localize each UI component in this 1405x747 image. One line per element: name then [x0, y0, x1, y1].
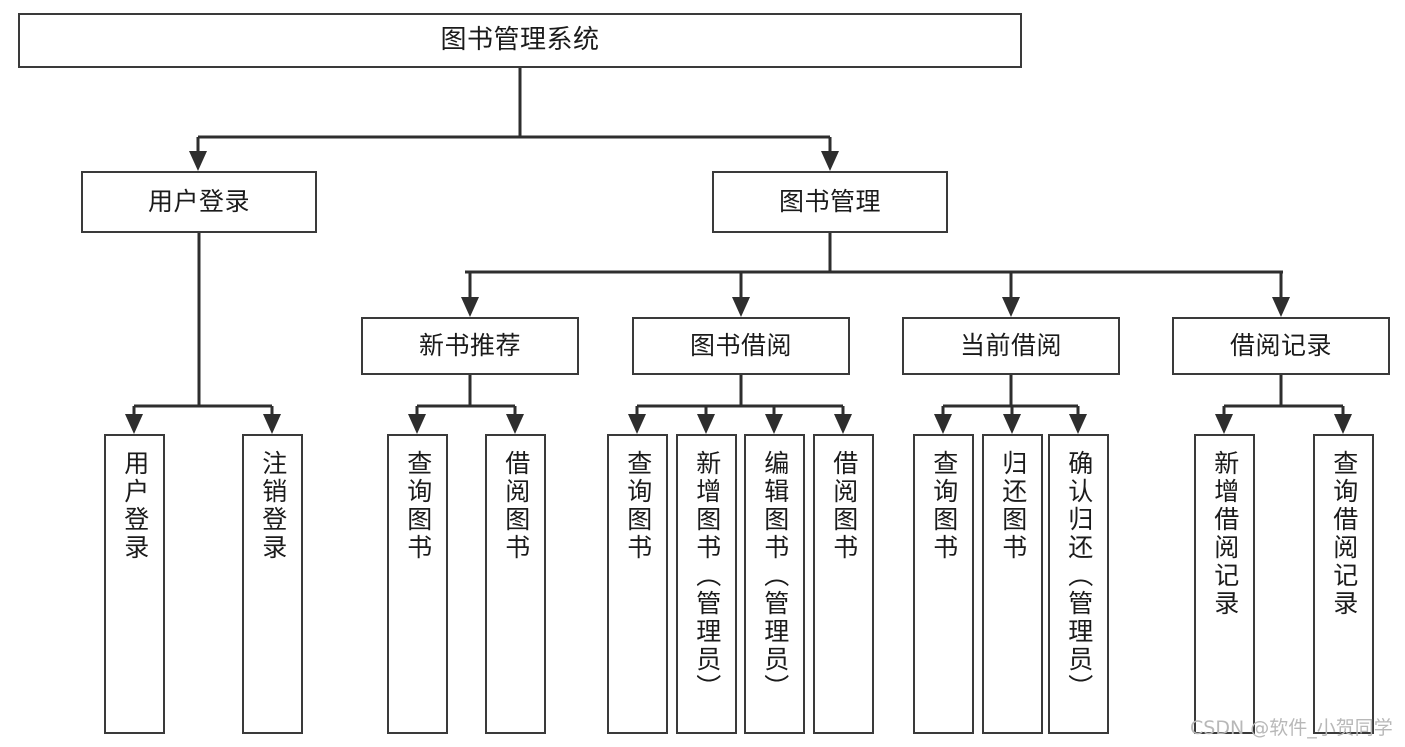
node-leaf-user-login[interactable]: 用户登录 [104, 434, 165, 734]
node-leaf-query-book-cur[interactable]: 查询图书 [913, 434, 974, 734]
node-label: 图书管理 [778, 187, 881, 217]
arrowhead-icon [263, 414, 281, 434]
node-label: 图书管理系统 [440, 25, 600, 56]
node-label: 查询图书 [929, 450, 959, 562]
arrowhead-icon [1003, 414, 1021, 434]
node-label: 确认归还（管理员） [1064, 450, 1094, 702]
node-leaf-edit-book[interactable]: 编辑图书（管理员） [744, 434, 805, 734]
arrowhead-icon [461, 297, 479, 317]
node-label: 当前借阅 [959, 331, 1062, 361]
arrowhead-icon [408, 414, 426, 434]
arrowhead-icon [1215, 414, 1233, 434]
node-label: 借阅图书 [501, 450, 531, 562]
arrowhead-icon [189, 151, 207, 171]
arrowhead-icon [1334, 414, 1352, 434]
node-label: 注销登录 [258, 450, 288, 562]
node-label: 编辑图书（管理员） [760, 450, 790, 702]
node-leaf-query-book-borrow[interactable]: 查询图书 [607, 434, 668, 734]
arrowhead-icon [732, 297, 750, 317]
node-label: 借阅记录 [1229, 331, 1332, 361]
arrowhead-icon [628, 414, 646, 434]
arrowhead-icon [1272, 297, 1290, 317]
arrowhead-icon [821, 151, 839, 171]
node-label: 查询图书 [403, 450, 433, 562]
node-user-login[interactable]: 用户登录 [81, 171, 317, 233]
node-leaf-query-book-rec[interactable]: 查询图书 [387, 434, 448, 734]
node-leaf-add-record[interactable]: 新增借阅记录 [1194, 434, 1255, 734]
node-label: 归还图书 [998, 450, 1028, 562]
node-label: 用户登录 [147, 187, 250, 217]
node-leaf-borrow-book[interactable]: 借阅图书 [813, 434, 874, 734]
node-book-manage[interactable]: 图书管理 [712, 171, 948, 233]
node-leaf-confirm-return[interactable]: 确认归还（管理员） [1048, 434, 1109, 734]
arrowhead-icon [834, 414, 852, 434]
csdn-watermark: CSDN @软件_小贺同学 [1190, 717, 1393, 739]
node-book-borrow[interactable]: 图书借阅 [632, 317, 850, 375]
arrowhead-icon [934, 414, 952, 434]
node-label: 新书推荐 [418, 331, 521, 361]
node-label: 查询借阅记录 [1329, 450, 1359, 618]
arrowhead-icon [697, 414, 715, 434]
node-label: 新增借阅记录 [1210, 450, 1240, 618]
node-leaf-query-record[interactable]: 查询借阅记录 [1313, 434, 1374, 734]
node-current-borrow[interactable]: 当前借阅 [902, 317, 1120, 375]
arrowhead-icon [1069, 414, 1087, 434]
arrowhead-icon [506, 414, 524, 434]
node-label: 查询图书 [623, 450, 653, 562]
node-label: 用户登录 [120, 450, 150, 562]
node-label: 图书借阅 [689, 331, 792, 361]
node-new-book-recommend[interactable]: 新书推荐 [361, 317, 579, 375]
node-label: 借阅图书 [829, 450, 859, 562]
arrowhead-icon [765, 414, 783, 434]
node-leaf-return-book[interactable]: 归还图书 [982, 434, 1043, 734]
node-leaf-logout[interactable]: 注销登录 [242, 434, 303, 734]
arrowhead-icon [1002, 297, 1020, 317]
node-leaf-add-book[interactable]: 新增图书（管理员） [676, 434, 737, 734]
node-leaf-borrow-book-rec[interactable]: 借阅图书 [485, 434, 546, 734]
node-root[interactable]: 图书管理系统 [18, 13, 1022, 68]
node-label: 新增图书（管理员） [692, 450, 722, 702]
node-borrow-records[interactable]: 借阅记录 [1172, 317, 1390, 375]
arrowhead-icon [125, 414, 143, 434]
